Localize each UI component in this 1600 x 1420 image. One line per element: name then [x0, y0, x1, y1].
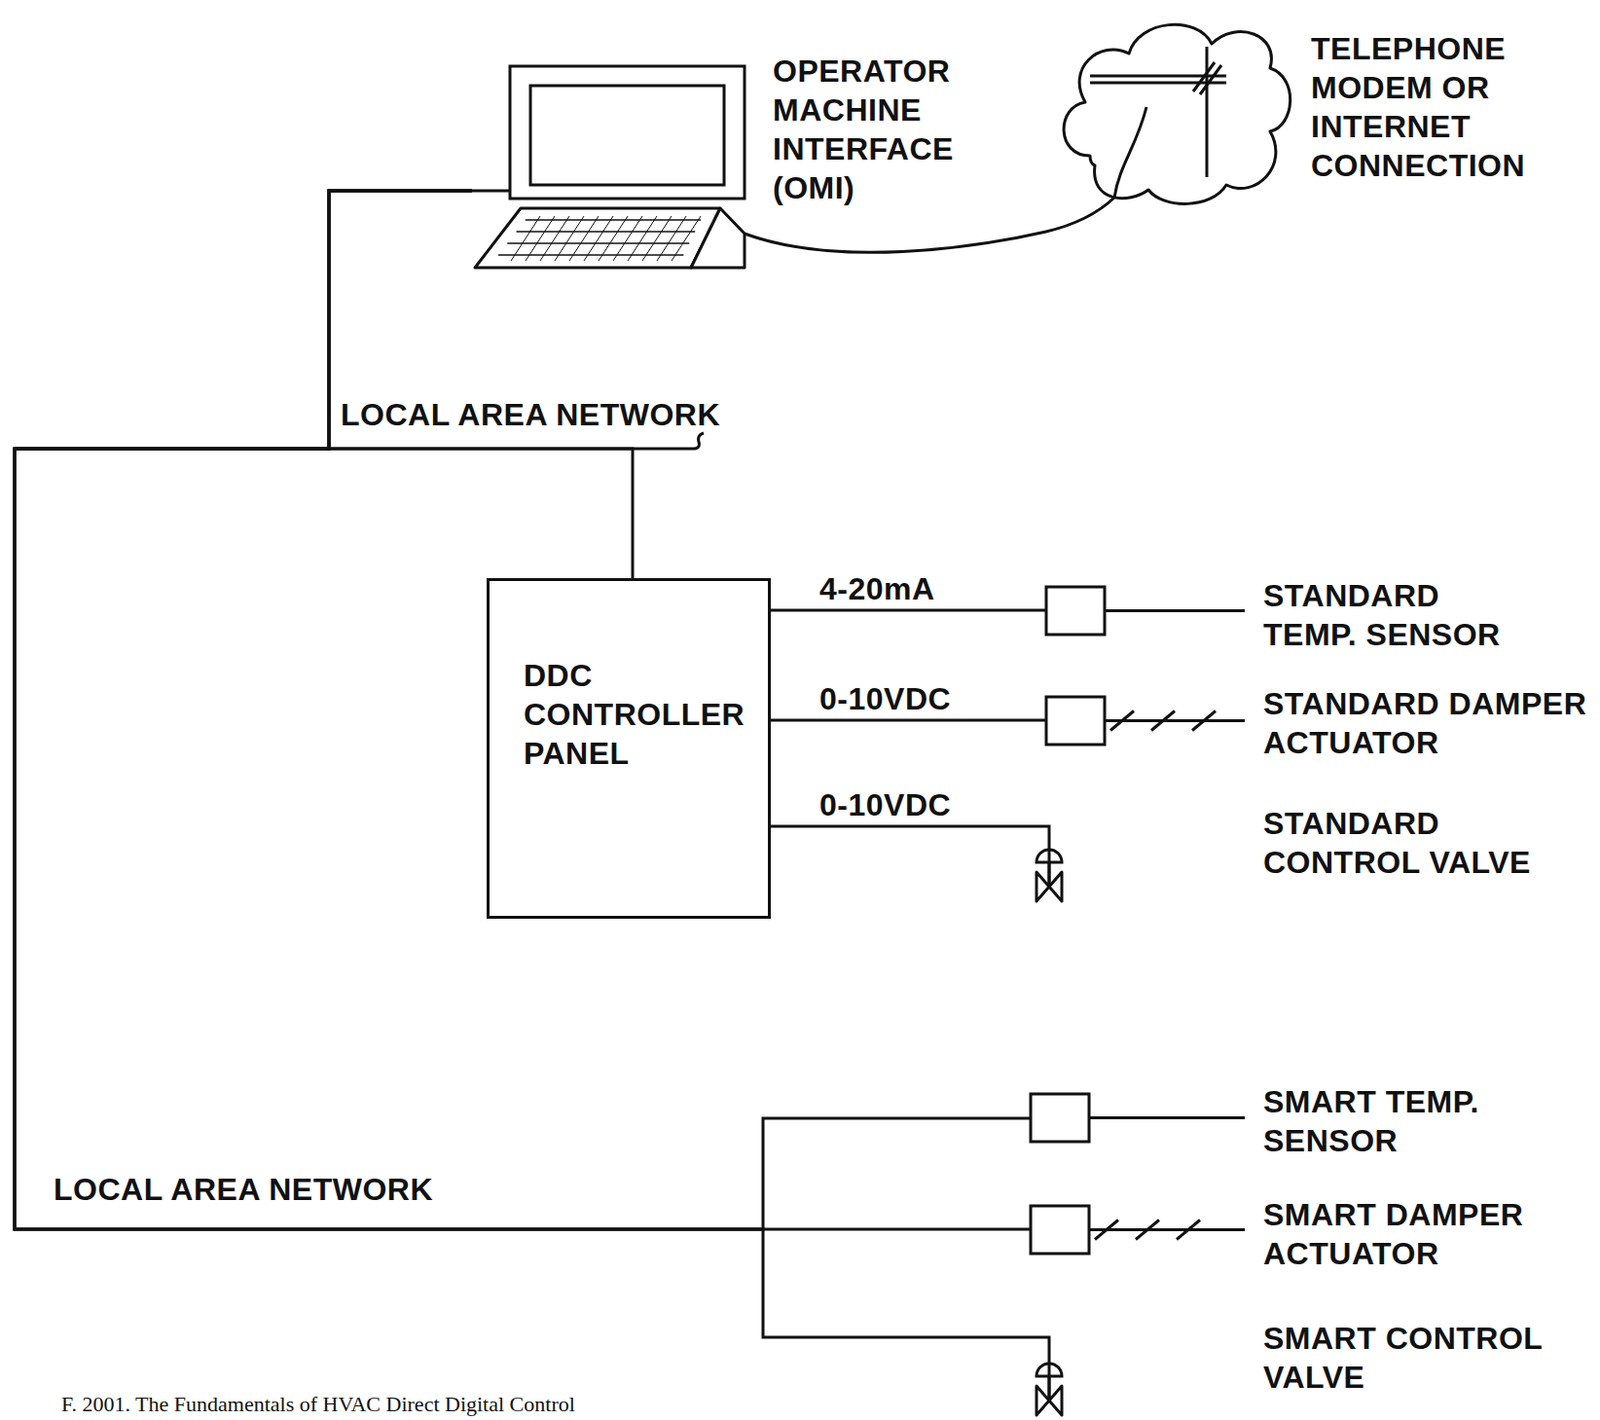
network-label: LOCAL AREA NETWORK — [340, 395, 721, 435]
damper-actuator: SMART DAMPER ACTUATOR — [1030, 1195, 1595, 1256]
lan-line — [14, 433, 704, 449]
signal-wire — [14, 190, 1050, 1361]
signal-label: 0-10VDC — [819, 785, 951, 825]
node-label: SMART DAMPER ACTUATOR — [1263, 1195, 1595, 1273]
operator-workstation: OPERATOR MACHINE INTERFACE (OMI) — [472, 56, 745, 268]
node-label: DDC CONTROLLER PANEL — [523, 655, 758, 773]
node-label: OPERATOR MACHINE INTERFACE (OMI) — [772, 51, 978, 208]
signal-wire — [14, 190, 1031, 1230]
telephone-cloud-symbol — [1051, 9, 1297, 210]
controller-panel: DDC CONTROLLER PANEL — [486, 578, 771, 919]
signal-label: 0-10VDC — [819, 679, 951, 719]
network-label: LOCAL AREA NETWORK — [53, 1169, 434, 1209]
temp-sensor: STANDARD TEMP. SENSOR — [1046, 576, 1517, 637]
control-valve: STANDARD CONTROL VALVE — [1031, 846, 1067, 904]
signal-wire — [744, 197, 1115, 253]
node-label: STANDARD DAMPER ACTUATOR — [1263, 684, 1595, 763]
source-caption: F. 2001. The Fundamentals of HVAC Direct… — [61, 1391, 576, 1418]
node-label: TELEPHONE MODEM OR INTERNET CONNECTION — [1310, 29, 1540, 185]
node-label: STANDARD TEMP. SENSOR — [1263, 576, 1517, 655]
telephone-cloud: TELEPHONE MODEM OR INTERNET CONNECTION — [1051, 9, 1297, 210]
operator-workstation-symbol — [472, 56, 745, 268]
signal-wire — [14, 190, 1031, 1230]
node-label: SMART CONTROL VALVE — [1263, 1318, 1556, 1397]
control-valve: SMART CONTROL VALVE — [1031, 1360, 1067, 1418]
signal-wire — [770, 719, 1047, 723]
node-label: SMART TEMP. SENSOR — [1263, 1082, 1517, 1161]
damper-actuator: STANDARD DAMPER ACTUATOR — [1046, 684, 1595, 745]
control-valve-symbol — [1031, 1360, 1067, 1418]
signal-wire — [770, 609, 1047, 613]
temp-sensor: SMART TEMP. SENSOR — [1030, 1082, 1517, 1143]
signal-label: 4-20mA — [819, 569, 936, 609]
node-label: STANDARD CONTROL VALVE — [1263, 803, 1556, 882]
control-valve-symbol — [1031, 846, 1067, 904]
signal-wire — [770, 826, 1050, 847]
